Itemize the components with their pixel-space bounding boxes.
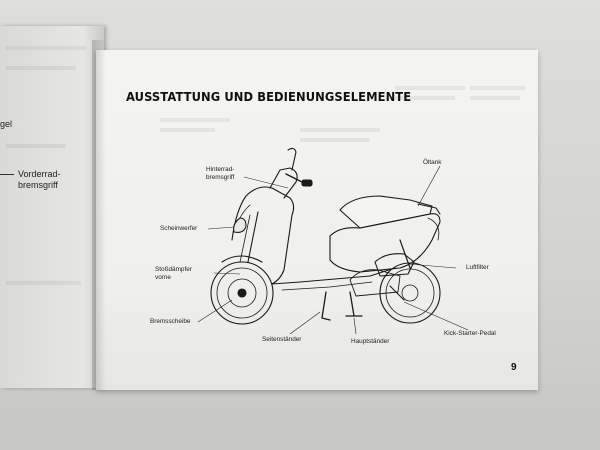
seat bbox=[339, 195, 433, 229]
label-seitenstaender: Seitenständer bbox=[262, 336, 302, 343]
label-stossdaempfer-line1: Stoßdämpfer bbox=[155, 266, 192, 273]
faded-text bbox=[395, 86, 465, 90]
rear-rim bbox=[385, 268, 435, 318]
brake-lever-grip bbox=[301, 179, 313, 187]
label-hinterrad-line1: Hinterrad- bbox=[206, 166, 235, 173]
left-page: gel Vorderrad- bremsgriff bbox=[0, 26, 104, 388]
faded-text bbox=[6, 66, 76, 70]
headlight bbox=[233, 217, 247, 233]
rear-tire bbox=[379, 262, 441, 324]
faded-text bbox=[300, 128, 380, 132]
main-stand bbox=[345, 291, 363, 317]
left-label-vorderrad: Vorderrad- bbox=[18, 169, 61, 179]
book-spine-shadow bbox=[92, 40, 106, 390]
mirror bbox=[287, 147, 297, 171]
faded-text bbox=[6, 144, 66, 148]
faded-text bbox=[300, 138, 370, 142]
faded-text bbox=[470, 86, 525, 90]
leader-lines bbox=[197, 165, 469, 335]
faded-text bbox=[6, 46, 86, 50]
leader-bremsscheibe bbox=[197, 299, 233, 323]
left-label-bremsgriff: bremsgriff bbox=[18, 180, 58, 190]
leader-scheinwerfer bbox=[207, 226, 235, 230]
side-stand bbox=[321, 291, 331, 321]
rear-fender bbox=[427, 217, 440, 241]
front-tire bbox=[210, 261, 274, 325]
leader-kickstarter bbox=[403, 301, 469, 331]
kick-start-pedal bbox=[389, 285, 405, 301]
steering-column bbox=[269, 167, 298, 199]
brake-disc bbox=[227, 278, 257, 308]
rear-body bbox=[329, 213, 441, 273]
leader-seitenstaender bbox=[289, 311, 321, 335]
label-scheinwerfer: Scheinwerfer bbox=[160, 225, 198, 232]
label-hauptstaender: Hauptständer bbox=[351, 338, 390, 345]
front-hub bbox=[237, 288, 247, 298]
rear-grab-rail bbox=[417, 203, 441, 215]
rear-shock bbox=[399, 239, 411, 269]
page-number: 9 bbox=[511, 362, 517, 373]
faded-text bbox=[160, 128, 215, 132]
label-kickstarter: Kick-Starter-Pedal bbox=[444, 330, 496, 337]
front-fender bbox=[221, 255, 263, 263]
leader-stossdaempfer bbox=[213, 272, 241, 275]
label-hinterrad-line2: bremsgriff bbox=[206, 174, 235, 181]
leader-oeltank bbox=[417, 165, 441, 207]
faded-text bbox=[6, 281, 81, 285]
front-shield bbox=[231, 186, 295, 285]
left-fragment-gel: gel bbox=[0, 119, 13, 129]
faded-text bbox=[160, 118, 230, 122]
label-stossdaempfer-line2: vorne bbox=[155, 274, 171, 281]
page-title: AUSSTATTUNG UND BEDIENUNGSELEMENTE bbox=[126, 89, 412, 104]
air-filter bbox=[374, 253, 415, 277]
floorboard bbox=[271, 267, 396, 285]
right-page bbox=[96, 50, 538, 390]
label-bremsscheibe: Bremsscheibe bbox=[150, 318, 191, 325]
faded-text bbox=[470, 96, 520, 100]
engine-case bbox=[349, 269, 401, 297]
label-oeltank: Öltank bbox=[423, 159, 442, 166]
front-fork bbox=[247, 211, 259, 263]
leader-hinterrad bbox=[243, 176, 289, 189]
rear-hub bbox=[401, 284, 419, 302]
leader-line bbox=[0, 174, 14, 175]
leader-hauptstaender bbox=[353, 317, 357, 335]
leader-luftfilter bbox=[407, 263, 457, 269]
front-rim bbox=[216, 267, 268, 319]
label-luftfilter: Luftfilter bbox=[466, 264, 489, 271]
faded-text bbox=[395, 96, 455, 100]
